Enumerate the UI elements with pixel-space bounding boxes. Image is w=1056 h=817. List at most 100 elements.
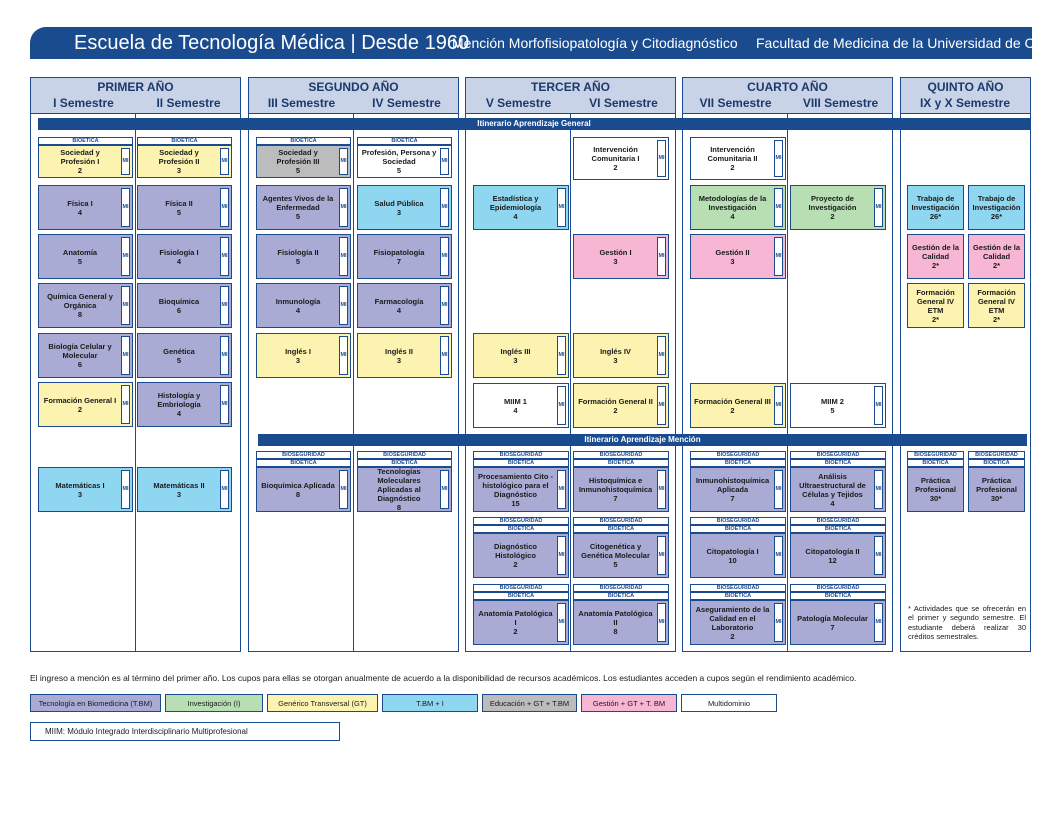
year-title: CUARTO AÑO	[747, 80, 828, 94]
course-credits: 2	[730, 631, 735, 641]
bioetica-tag: BIOÉTICA	[38, 137, 133, 145]
course-credits: 5	[176, 355, 182, 365]
course-analisis-ultraestructural[interactable]: Análisis Ultraestructural de Células y T…	[790, 467, 886, 512]
course-name: Agentes Vivos de la Enfermedad	[262, 194, 334, 212]
mi-marker: MI	[557, 188, 566, 227]
course-procesamiento-cito-histologico[interactable]: Procesamiento Cito - histológico para el…	[473, 467, 569, 512]
course-name: Formación General IV ETM	[977, 287, 1016, 315]
mi-marker: MI	[440, 470, 449, 509]
course-credits: 3	[396, 355, 402, 365]
semester-divider	[135, 113, 136, 652]
course-name: Anatomía Patológica II	[578, 609, 653, 627]
bioetica-tag: BIOÉTICA	[357, 459, 452, 467]
course-text: Análisis Ultraestructural de Células y T…	[794, 472, 871, 508]
mi-marker: MI	[220, 148, 229, 175]
course-credits: 2*	[931, 261, 940, 270]
bioetica-tag: BIOÉTICA	[256, 137, 351, 145]
mi-marker: MI	[339, 470, 348, 509]
mi-marker: MI	[220, 237, 229, 276]
admission-note: El ingreso a mención es al término del p…	[30, 673, 857, 683]
course-name: Inglés I	[285, 346, 311, 356]
bioseguridad-tag: BIOSEGURIDAD	[690, 517, 786, 525]
course-aseguramiento-calidad[interactable]: Aseguramiento de la Calidad en el Labora…	[690, 600, 786, 645]
course-name: Estadística y Epidemiología	[489, 194, 542, 212]
course-credits: 4	[176, 256, 182, 266]
mi-marker: MI	[874, 386, 883, 425]
course-credits: 8	[396, 503, 402, 512]
mi-marker: MI	[440, 336, 449, 375]
mi-marker: MI	[220, 286, 229, 325]
course-name: Química General y Orgánica	[47, 292, 113, 310]
course-name: Inmunohistoquímica Aplicada	[695, 476, 770, 494]
bioetica-tag: BIOÉTICA	[573, 459, 669, 467]
course-name: Histoquímica e Inmunohistoquímica	[578, 476, 653, 494]
mi-marker: MI	[440, 237, 449, 276]
course-tecnologias-moleculares[interactable]: Tecnologías Moleculares Aplicadas al Dia…	[357, 467, 452, 512]
mi-marker: MI	[874, 470, 883, 509]
course-name: Formación General III	[694, 396, 771, 406]
